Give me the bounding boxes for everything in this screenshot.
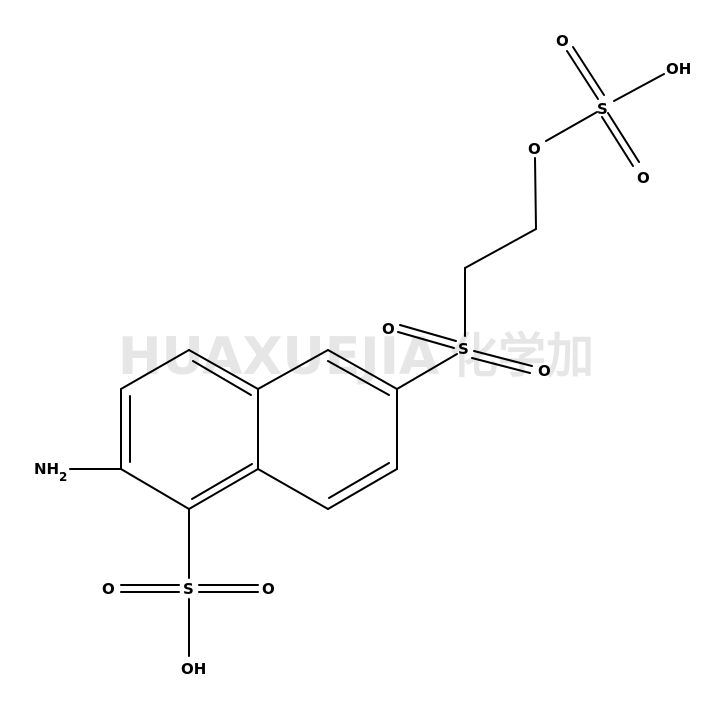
sulfonyl-s-label: S <box>458 340 469 358</box>
bond-c4-c4a-inner <box>191 463 253 500</box>
sulfonic-acid-group: S O O OH <box>102 508 275 678</box>
sulfonic-oh-label: OH <box>181 660 206 678</box>
sulfonyl-group: S O O <box>382 267 551 390</box>
sulfate-o-bottom-label: O <box>637 169 650 187</box>
bond-c4-c4a <box>188 468 259 510</box>
bond-c8a-c8 <box>257 349 329 390</box>
bond-s-o-left-1 <box>399 324 457 342</box>
bond-c6-c5 <box>327 468 398 510</box>
bond-ch2-ch2 <box>464 228 537 269</box>
bond-s-o-top-2 <box>572 46 605 96</box>
bond-c8-c7 <box>327 349 398 390</box>
bond-s-o-right-2 <box>471 357 531 374</box>
sulfonic-o-left-label: O <box>102 580 115 598</box>
bond-s-o-left-2 <box>397 331 455 349</box>
bond-c8a-c1 <box>188 349 259 390</box>
sulfonic-s-label: S <box>183 580 194 598</box>
bond-c7-s <box>396 353 458 390</box>
bond-c8-c7-inner <box>327 360 390 396</box>
watermark-cjk: 化学加 <box>450 328 594 384</box>
bond-c5-c4a <box>257 468 329 510</box>
watermark: HUAXUEJIA 化学加 <box>118 327 594 387</box>
bond-ch2-o <box>534 157 537 230</box>
nh2-subscript: 2 <box>59 470 67 484</box>
bond-c1-c2 <box>120 349 190 390</box>
sulfate-o-top-label: O <box>556 32 569 50</box>
bond-s-o-bottom-2 <box>607 112 640 163</box>
bond-s-oh <box>613 73 665 102</box>
bond-s-o-bottom-1 <box>601 116 634 167</box>
sulfonyl-o-right-label: O <box>538 362 551 380</box>
sulfonic-o-right-label: O <box>262 580 275 598</box>
bond-c6-c5-inner <box>328 462 390 499</box>
sulfate-s-label: S <box>597 100 608 118</box>
ester-o-label: O <box>528 140 541 158</box>
sulfate-oh-label: OH <box>666 60 691 78</box>
sulfonyl-o-left-label: O <box>382 320 395 338</box>
naphthalene-bonds <box>120 349 398 510</box>
bond-s-o-top-1 <box>566 50 599 100</box>
sulfate-group: S O O OH <box>545 32 691 187</box>
bond-o-s <box>545 111 598 142</box>
bond-s-o-right-1 <box>473 350 533 367</box>
nh2-label: NH <box>34 460 59 478</box>
bond-c8a-c1-inner <box>192 360 252 396</box>
bond-c3-c4 <box>120 468 190 510</box>
